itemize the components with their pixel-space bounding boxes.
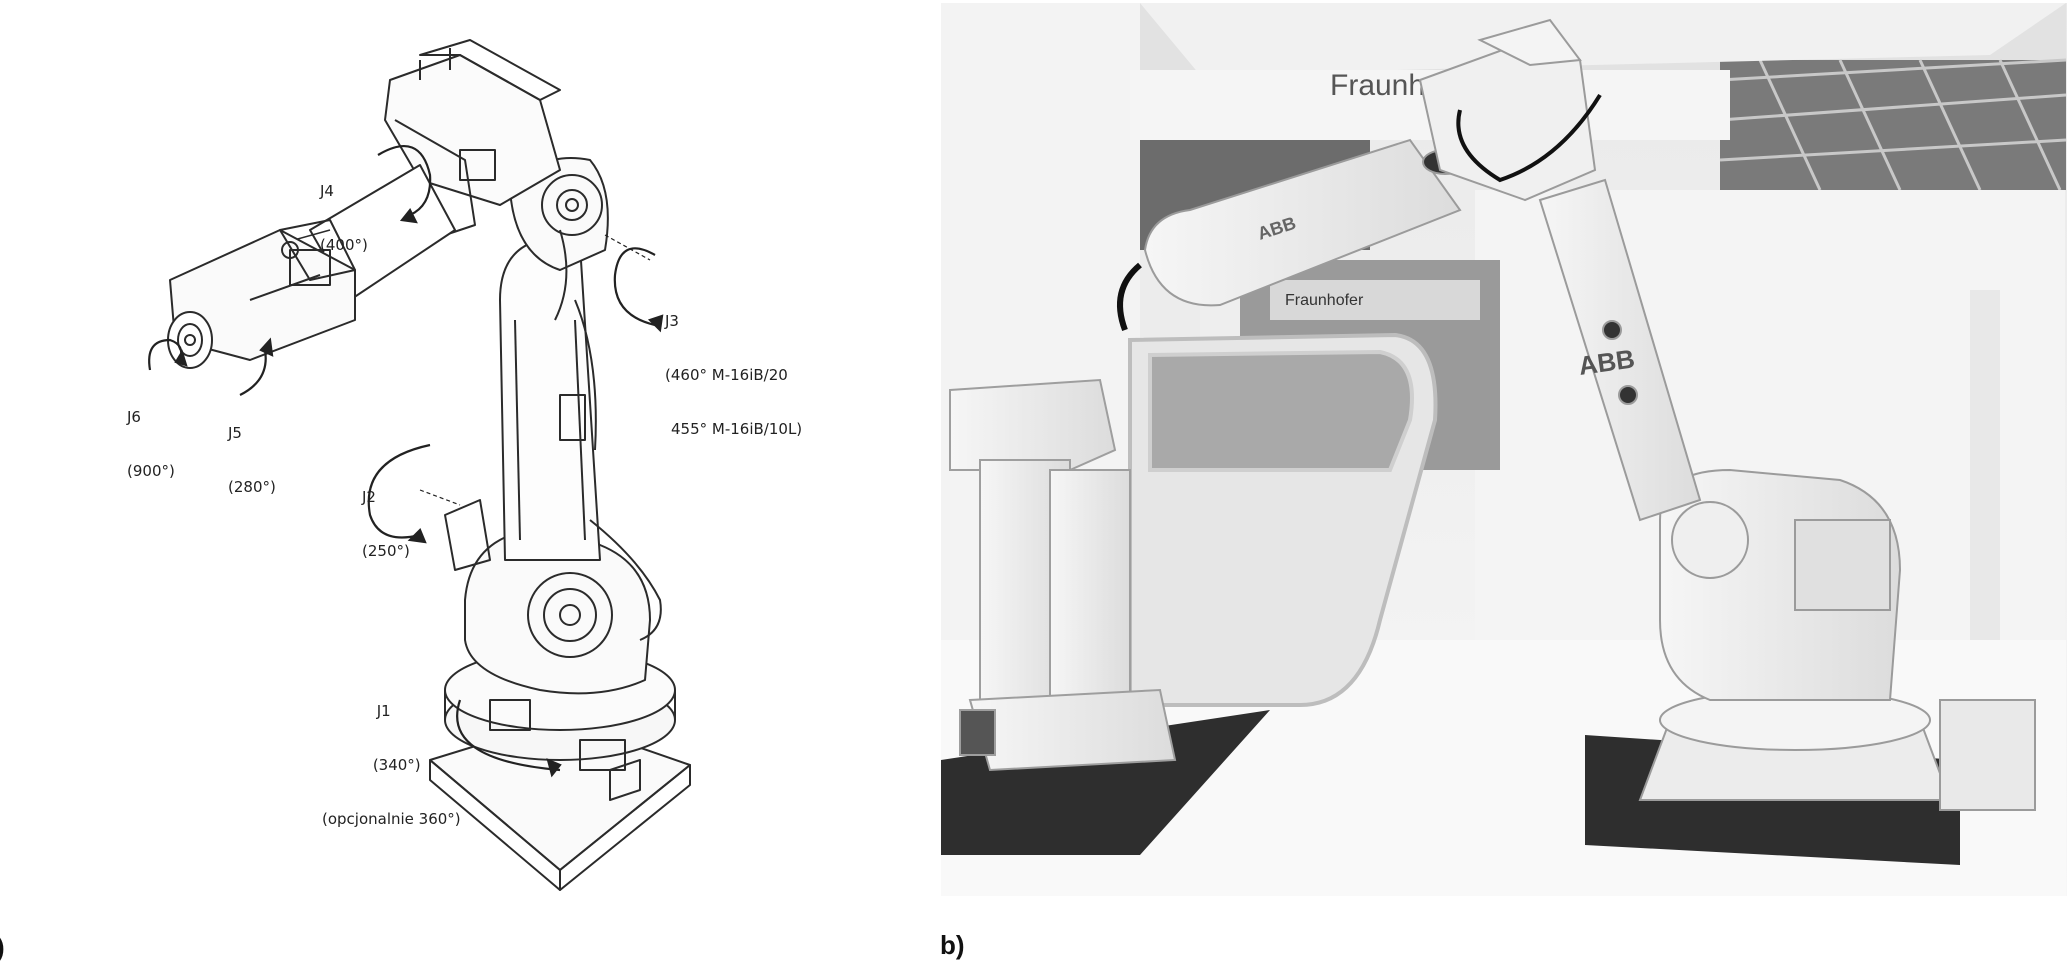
joint-j2-name: J2 — [362, 488, 376, 506]
joint-j1-name: J1 — [376, 702, 391, 720]
j5-rotation-arrow — [239, 349, 267, 396]
joint-label-j2: J2 (250°) — [362, 452, 410, 596]
left-floor-plate — [941, 710, 1270, 855]
robot-lower-arm — [499, 239, 662, 641]
joint-j3-name: J3 — [665, 312, 679, 330]
robot-photo: Fraunhofer Fraunhofer — [941, 3, 2067, 896]
joint-j2-range: (250°) — [362, 542, 410, 560]
joint-label-j4: J4 (400°) — [320, 146, 368, 290]
joint-label-j5: J5 (280°) — [228, 388, 276, 532]
panel-a-caption: ) — [0, 932, 5, 963]
panel-b-caption: b) — [940, 930, 965, 960]
j2-rotation-arrow — [367, 443, 431, 539]
joint-j5-range: (280°) — [228, 478, 276, 496]
j4-rotation-arrow — [377, 145, 432, 217]
joint-label-j3: J3 (460° M-16iB/20 455° M-16iB/10L) — [665, 276, 802, 474]
rotation-arrows — [148, 145, 664, 778]
j3-rotation-arrow — [613, 247, 656, 327]
robot-turret — [444, 499, 651, 695]
left-robot — [949, 378, 1177, 772]
joint-j1-note: (opcjonalnie 360°) — [322, 810, 461, 828]
joint-label-j6: J6 (900°) — [127, 372, 175, 516]
joint-j4-range: (400°) — [320, 236, 368, 254]
panel-a-robot-drawing: J4 (400°) J3 (460° M-16iB/20 455° M-16iB… — [0, 0, 930, 963]
joint-j6-name: J6 — [127, 408, 141, 426]
joint-j3-range-line1: (460° M-16iB/20 — [665, 366, 788, 384]
joint-j1-range: (340°) — [372, 756, 421, 774]
joint-j3-range-line2: 455° M-16iB/10L) — [671, 420, 803, 438]
right-robot: ABB ABB — [1117, 18, 2036, 811]
joint-j6-range: (900°) — [127, 462, 175, 480]
joint-label-j1: J1 (340°) (opcjonalnie 360°) — [322, 666, 461, 864]
car-door-part — [1128, 332, 1438, 707]
joint-j5-name: J5 — [228, 424, 242, 442]
j1-rotation-arrow — [456, 699, 561, 772]
panel-b-robot-photo: Fraunhofer Fraunhofer — [940, 0, 2072, 961]
joint-j4-name: J4 — [320, 182, 334, 200]
robot-line-drawing — [148, 39, 691, 891]
booth-sign-text: Fraunhofer — [1285, 292, 1364, 309]
